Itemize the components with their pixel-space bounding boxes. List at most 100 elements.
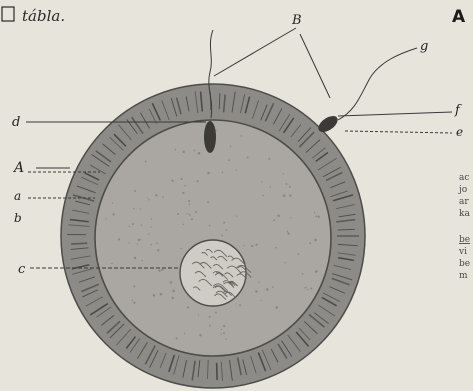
granule bbox=[283, 173, 284, 174]
granule bbox=[138, 239, 140, 241]
granule bbox=[199, 334, 201, 336]
granule bbox=[255, 290, 257, 292]
granule bbox=[244, 245, 245, 246]
granule bbox=[161, 269, 163, 271]
granule bbox=[131, 300, 132, 301]
granule bbox=[133, 285, 135, 287]
side-text-line-1: ac bbox=[459, 173, 469, 183]
granule bbox=[223, 325, 225, 327]
granule bbox=[284, 262, 285, 263]
granule bbox=[148, 199, 149, 200]
granule bbox=[133, 208, 134, 209]
label-d: d bbox=[12, 115, 20, 130]
granule bbox=[258, 282, 259, 283]
granule bbox=[221, 235, 223, 237]
granule bbox=[270, 186, 272, 188]
granule bbox=[182, 151, 184, 153]
granule bbox=[314, 212, 315, 213]
granule bbox=[112, 213, 114, 215]
granule bbox=[314, 239, 317, 242]
granule bbox=[105, 218, 106, 219]
label-A: A bbox=[12, 160, 24, 176]
granule bbox=[223, 222, 225, 224]
granule bbox=[209, 225, 211, 227]
granule bbox=[145, 161, 147, 163]
granule bbox=[147, 197, 148, 198]
side-text-line-2: jo bbox=[458, 185, 467, 195]
granule bbox=[283, 195, 286, 198]
granule bbox=[285, 183, 287, 185]
label-a: a bbox=[14, 189, 21, 203]
label-e-leader bbox=[345, 131, 452, 133]
plate-title: tábla. bbox=[22, 7, 65, 25]
granule bbox=[191, 218, 193, 220]
granule bbox=[268, 158, 270, 160]
granule bbox=[289, 195, 291, 197]
label-g: g bbox=[420, 39, 428, 54]
side-text-line-3: ar bbox=[459, 197, 469, 207]
label-b: b bbox=[14, 211, 22, 225]
granule bbox=[207, 172, 210, 175]
granule bbox=[187, 213, 188, 214]
granule bbox=[134, 190, 136, 192]
header-box-icon bbox=[2, 7, 14, 21]
granule bbox=[155, 194, 157, 196]
granule bbox=[272, 286, 274, 288]
granule bbox=[160, 293, 163, 296]
granule bbox=[158, 270, 160, 272]
sperm-head-inner bbox=[204, 121, 216, 153]
granule bbox=[112, 202, 113, 203]
granule bbox=[261, 181, 262, 182]
granule bbox=[195, 211, 197, 213]
granule bbox=[222, 171, 224, 173]
granule bbox=[129, 226, 131, 228]
granule bbox=[197, 180, 199, 182]
granule bbox=[307, 289, 309, 291]
label-c: c bbox=[18, 262, 26, 277]
granule bbox=[239, 304, 241, 306]
granule bbox=[118, 238, 120, 240]
granule bbox=[304, 287, 306, 289]
granule bbox=[209, 316, 211, 318]
granule bbox=[255, 244, 257, 246]
granule bbox=[150, 244, 152, 246]
granule bbox=[215, 312, 217, 314]
granule bbox=[140, 239, 142, 241]
granule bbox=[290, 217, 291, 218]
label-f: f bbox=[454, 103, 462, 118]
granule bbox=[247, 156, 249, 158]
granule bbox=[132, 223, 134, 225]
granule bbox=[153, 294, 155, 296]
granule bbox=[157, 249, 159, 251]
granule bbox=[150, 227, 151, 228]
granule bbox=[309, 242, 311, 244]
granule bbox=[198, 314, 199, 315]
granule bbox=[171, 297, 173, 299]
side-text-line-5: be bbox=[459, 235, 470, 245]
label-B: B bbox=[291, 13, 302, 28]
granule bbox=[223, 332, 225, 334]
granule bbox=[172, 180, 174, 182]
granule bbox=[156, 242, 158, 244]
granule bbox=[236, 215, 237, 216]
granule bbox=[317, 216, 319, 218]
granule bbox=[198, 152, 201, 155]
granule bbox=[302, 273, 304, 275]
granule bbox=[187, 306, 189, 308]
granule bbox=[194, 150, 196, 152]
cytoplasm bbox=[95, 120, 331, 356]
granule bbox=[182, 192, 184, 194]
granule bbox=[129, 242, 130, 243]
granule bbox=[289, 186, 291, 188]
side-text-line-4: ka bbox=[459, 209, 470, 219]
granule bbox=[111, 263, 112, 264]
granule bbox=[275, 247, 277, 249]
label-b-leader-left bbox=[214, 28, 296, 76]
granule bbox=[287, 230, 289, 232]
label-b-leader-right bbox=[300, 34, 330, 98]
granule bbox=[133, 302, 135, 304]
granule bbox=[241, 135, 243, 137]
label-f-leader bbox=[338, 112, 452, 116]
granule bbox=[275, 306, 278, 309]
